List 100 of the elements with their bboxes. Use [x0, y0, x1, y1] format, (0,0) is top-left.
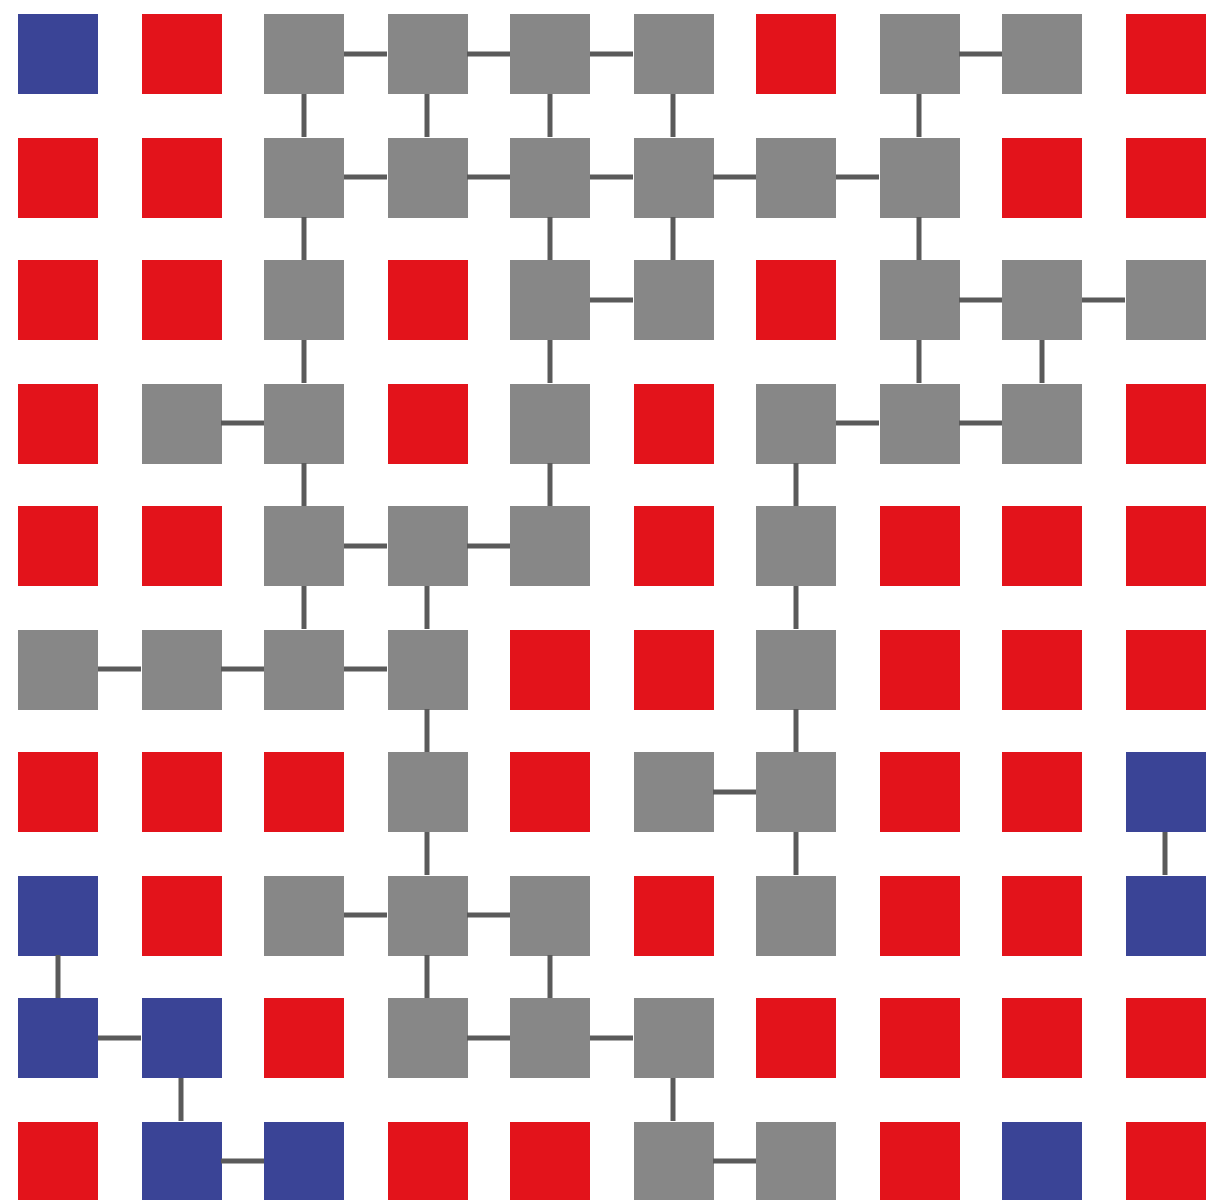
- grid-square: [633, 752, 713, 832]
- grid-square: [756, 14, 836, 94]
- grid-square: [264, 137, 344, 217]
- grid-square: [756, 506, 836, 586]
- grid-square: [510, 137, 590, 217]
- connector-line: [301, 217, 307, 260]
- grid-square: [879, 629, 959, 709]
- grid-square: [141, 260, 221, 340]
- grid-square: [264, 14, 344, 94]
- grid-square: [1002, 998, 1082, 1078]
- grid-square: [510, 998, 590, 1078]
- grid-square: [1125, 506, 1205, 586]
- connector-line: [467, 1035, 510, 1041]
- grid-square: [18, 752, 98, 832]
- connector-line: [344, 666, 387, 672]
- grid-square: [1125, 1121, 1205, 1200]
- grid-square: [879, 998, 959, 1078]
- connector-line: [301, 340, 307, 383]
- grid-square: [387, 629, 467, 709]
- grid-square: [1125, 383, 1205, 463]
- grid-square: [141, 752, 221, 832]
- grid-square: [633, 383, 713, 463]
- connector-line: [916, 340, 922, 383]
- connector-line: [467, 543, 510, 549]
- connector-line: [713, 789, 756, 795]
- grid-square: [633, 1121, 713, 1200]
- connector-line: [590, 1035, 633, 1041]
- grid-square: [1125, 137, 1205, 217]
- connector-line: [467, 51, 510, 57]
- connector-line: [590, 51, 633, 57]
- grid-square: [510, 506, 590, 586]
- connector-line: [301, 586, 307, 629]
- grid-square: [510, 752, 590, 832]
- grid-square: [1002, 629, 1082, 709]
- grid-square: [1125, 998, 1205, 1078]
- connector-line: [590, 174, 633, 180]
- connector-line: [836, 174, 879, 180]
- grid-square: [141, 1121, 221, 1200]
- connector-line: [467, 174, 510, 180]
- grid-square: [141, 629, 221, 709]
- grid-square: [1125, 14, 1205, 94]
- connector-line: [670, 94, 676, 137]
- connector-line: [793, 463, 799, 506]
- grid-square: [879, 137, 959, 217]
- grid-square: [756, 383, 836, 463]
- grid-square: [264, 383, 344, 463]
- grid-square: [879, 383, 959, 463]
- connector-line: [713, 174, 756, 180]
- grid-square: [387, 260, 467, 340]
- grid-square: [18, 506, 98, 586]
- grid-square: [879, 14, 959, 94]
- grid-square: [879, 752, 959, 832]
- connector-line: [670, 1078, 676, 1121]
- grid-square: [510, 383, 590, 463]
- grid-square: [756, 752, 836, 832]
- connector-line: [424, 832, 430, 875]
- grid-square: [141, 998, 221, 1078]
- grid-square: [387, 14, 467, 94]
- grid-square: [387, 998, 467, 1078]
- connector-line: [424, 709, 430, 752]
- connector-line: [467, 912, 510, 918]
- connector-line: [344, 174, 387, 180]
- grid-square: [264, 1121, 344, 1200]
- grid-square: [141, 506, 221, 586]
- grid-square: [879, 875, 959, 955]
- connector-line: [98, 1035, 141, 1041]
- grid-square: [1125, 260, 1205, 340]
- grid-square: [756, 260, 836, 340]
- grid-square: [1002, 752, 1082, 832]
- grid-square: [756, 998, 836, 1078]
- connector-line: [1082, 297, 1125, 303]
- grid-square: [1002, 506, 1082, 586]
- connector-line: [916, 94, 922, 137]
- connector-line: [916, 217, 922, 260]
- connector-line: [301, 463, 307, 506]
- grid-square: [18, 1121, 98, 1200]
- connector-line: [836, 420, 879, 426]
- grid-square: [18, 14, 98, 94]
- grid-square: [510, 260, 590, 340]
- grid-square: [1002, 14, 1082, 94]
- connector-line: [344, 543, 387, 549]
- grid-square: [264, 752, 344, 832]
- grid-square: [1002, 1121, 1082, 1200]
- grid-square: [1125, 875, 1205, 955]
- grid-square: [1002, 875, 1082, 955]
- grid-square: [141, 14, 221, 94]
- grid-square: [879, 1121, 959, 1200]
- connector-line: [1039, 340, 1045, 383]
- grid-square: [756, 629, 836, 709]
- grid-square: [756, 1121, 836, 1200]
- grid-square: [387, 137, 467, 217]
- connector-line: [959, 297, 1002, 303]
- grid-square: [1002, 260, 1082, 340]
- grid-square: [756, 875, 836, 955]
- grid-square: [510, 14, 590, 94]
- connector-line: [178, 1078, 184, 1121]
- connector-line: [55, 955, 61, 998]
- grid-square: [141, 383, 221, 463]
- grid-square: [141, 137, 221, 217]
- grid-square: [387, 875, 467, 955]
